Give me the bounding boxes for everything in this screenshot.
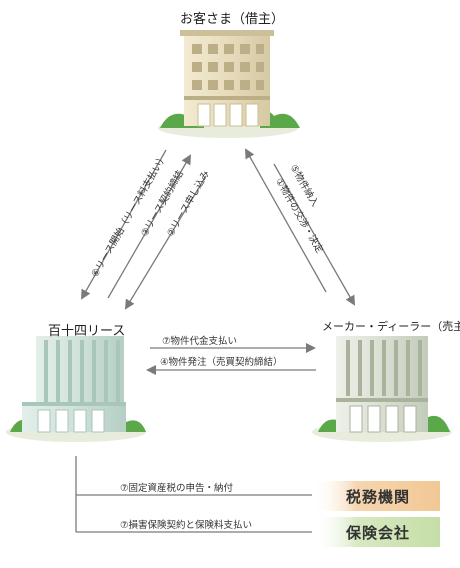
customer-label: お客さま（借主）	[180, 12, 285, 27]
flow-f7-payment-label: ⑦物件代金支払い	[162, 336, 238, 347]
lessor-building-icon	[6, 336, 146, 442]
maker-label: メーカー・ディーラー（売主）	[322, 320, 460, 333]
flow-f4-order-label: ④物件発注（売買契約締結）	[160, 357, 283, 368]
arrow-f2	[107, 154, 192, 299]
tax-office-box-bg	[312, 481, 440, 511]
maker-building-icon	[312, 336, 452, 442]
arrow-f5	[273, 163, 355, 306]
insurer-label: 保険会社	[345, 523, 410, 542]
arrow-f3	[124, 175, 207, 310]
arrow-f1	[245, 148, 327, 293]
customer-building-icon	[158, 30, 300, 138]
insurer-box-bg	[312, 517, 440, 547]
insurer-box: 保険会社	[316, 517, 440, 547]
lessor-label: 百十四リース	[48, 324, 126, 339]
tax-office-label: 税務機関	[345, 487, 410, 506]
flow-f7-tax-label: ⑦固定資産税の申告・納付	[120, 483, 234, 494]
tax-office-box: 税務機関	[316, 481, 440, 511]
arrow-f6	[81, 149, 167, 300]
flow-f7-insurance-label: ⑦損害保険契約と保険料支払い	[120, 520, 253, 531]
